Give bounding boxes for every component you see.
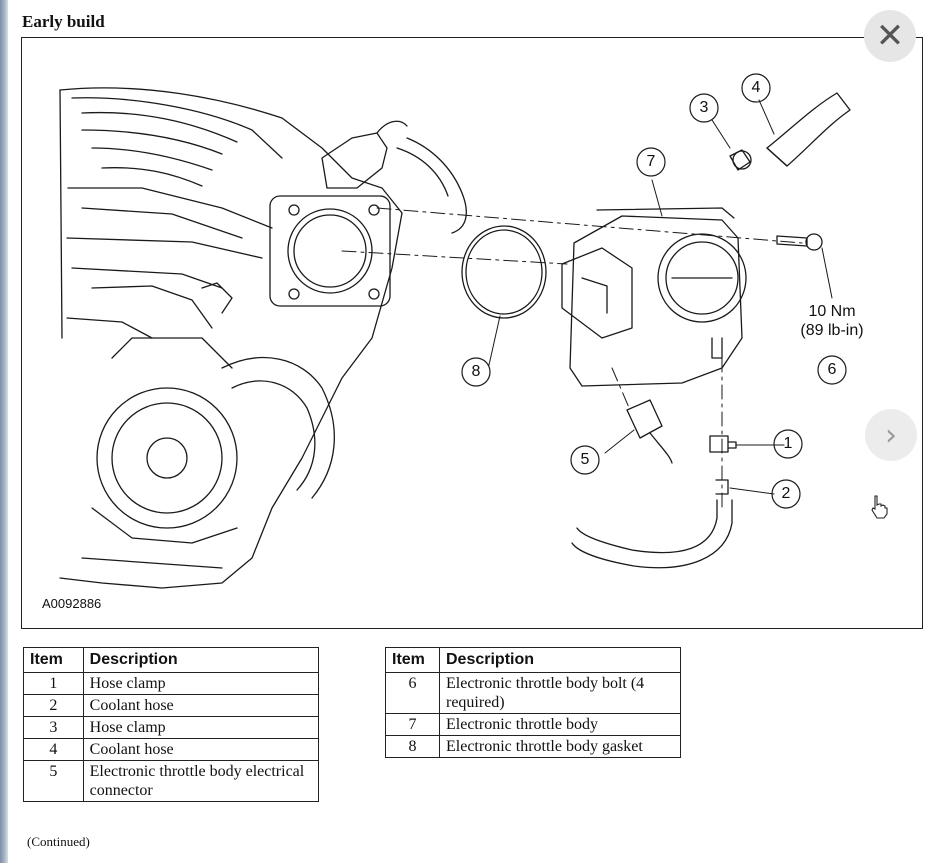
table-row: 5 Electronic throttle body electrical co… xyxy=(23,760,320,802)
assembly-centerlines xyxy=(341,207,803,509)
item-number: 5 xyxy=(23,760,84,802)
continued-note: (Continued) xyxy=(27,834,90,849)
column-header-item: Item xyxy=(23,647,84,673)
item-number: 4 xyxy=(23,738,84,761)
item-description: Hose clamp xyxy=(82,716,320,739)
section-title: Early build xyxy=(22,12,105,31)
item-description: Electronic throttle body electrical conn… xyxy=(82,760,320,802)
chevron-right-icon: › xyxy=(885,417,897,453)
table-row: 1 Hose clamp xyxy=(23,672,320,695)
engine-manifold-drawing xyxy=(59,87,467,589)
torque-imperial: (89 lb-in) xyxy=(800,322,864,339)
hand-cursor-icon xyxy=(871,495,888,519)
item-description: Electronic throttle body xyxy=(439,713,681,736)
figure-id: A0092886 xyxy=(42,596,102,611)
close-button[interactable]: ✕ xyxy=(864,10,916,62)
callout-7: 7 xyxy=(646,153,656,170)
torque-spec: 10 Nm (89 lb-in) xyxy=(784,302,880,340)
callout-leaders xyxy=(488,99,833,495)
item-description: Electronic throttle body gasket xyxy=(439,735,681,758)
table-row: 7 Electronic throttle body xyxy=(385,713,681,736)
parts-table-1: Item Description 1 Hose clamp 2 Coolant … xyxy=(23,647,320,802)
table-header-row: Item Description xyxy=(23,647,320,673)
item-number: 8 xyxy=(385,735,440,758)
item-number: 7 xyxy=(385,713,440,736)
torque-metric: 10 Nm xyxy=(808,303,856,320)
item-number: 2 xyxy=(23,694,84,717)
table-row: 3 Hose clamp xyxy=(23,716,320,739)
item-number: 3 xyxy=(23,716,84,739)
callout-4: 4 xyxy=(751,79,761,96)
table-row: 8 Electronic throttle body gasket xyxy=(385,735,681,758)
callout-3: 3 xyxy=(699,99,709,116)
parts-table-2: Item Description 6 Electronic throttle b… xyxy=(385,647,681,758)
table-row: 2 Coolant hose xyxy=(23,694,320,717)
callout-2: 2 xyxy=(781,485,791,502)
item-description: Hose clamp xyxy=(82,672,320,695)
item-description: Coolant hose xyxy=(82,738,320,761)
close-icon: ✕ xyxy=(875,16,905,56)
column-header-description: Description xyxy=(439,647,681,673)
next-page-button[interactable]: › xyxy=(865,409,917,461)
lower-hose-drawing xyxy=(571,435,737,569)
callout-circles xyxy=(461,73,847,509)
throttle-body-drawing xyxy=(561,207,747,387)
item-number: 6 xyxy=(385,672,440,714)
callout-6: 6 xyxy=(827,361,837,378)
table-header-row: Item Description xyxy=(385,647,681,673)
bolt-drawing xyxy=(776,233,823,251)
gasket-drawing xyxy=(461,225,547,319)
upper-hose-drawing xyxy=(729,92,851,171)
window-left-edge xyxy=(0,0,8,863)
diagram-drawing xyxy=(59,73,851,589)
item-number: 1 xyxy=(23,672,84,695)
callout-1: 1 xyxy=(783,435,793,452)
table-row: 6 Electronic throttle body bolt (4 requi… xyxy=(385,672,681,714)
table-row: 4 Coolant hose xyxy=(23,738,320,761)
item-description: Coolant hose xyxy=(82,694,320,717)
item-description: Electronic throttle body bolt (4 require… xyxy=(439,672,681,714)
callout-5: 5 xyxy=(580,451,590,468)
callout-8: 8 xyxy=(471,363,481,380)
exploded-diagram: 3 4 7 6 1 2 5 8 10 Nm (89 lb-in) A009288… xyxy=(21,37,923,629)
column-header-description: Description xyxy=(82,647,320,673)
column-header-item: Item xyxy=(385,647,440,673)
connector-drawing xyxy=(626,399,673,464)
